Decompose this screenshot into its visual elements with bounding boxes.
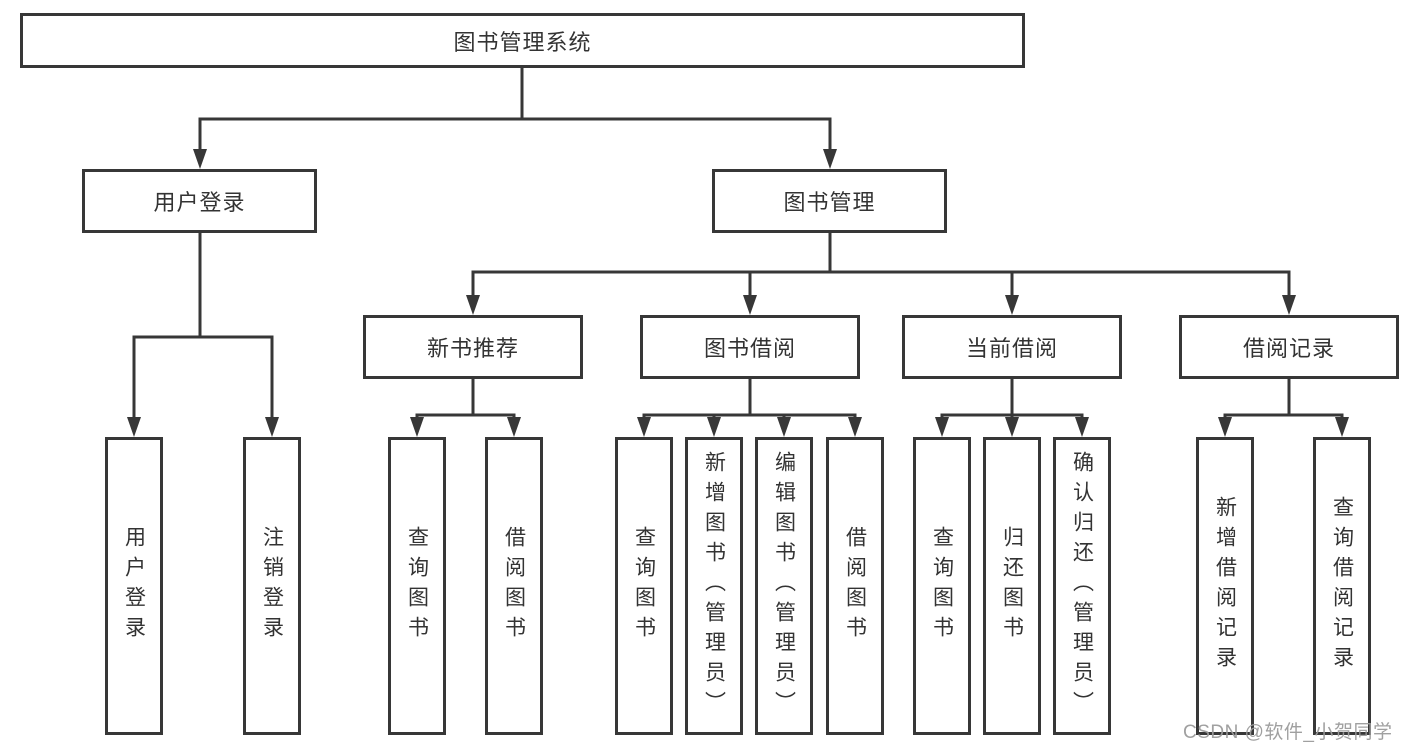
arrowhead-icon xyxy=(1005,417,1019,437)
node-book-borrowing-label: 图书借阅 xyxy=(703,336,796,361)
leaf-borrowing-add-books-admin: 新增图书（管理员） xyxy=(685,437,743,735)
leaf-borrowing-query-books: 查询图书 xyxy=(615,437,673,735)
leaf-logout: 注销登录 xyxy=(243,437,301,735)
leaf-borrowing-query-books-label: 查询图书 xyxy=(632,526,656,646)
node-library-management-system-label: 图书管理系统 xyxy=(453,29,592,55)
leaf-user-login-label: 用户登录 xyxy=(122,526,146,646)
arrowhead-icon xyxy=(1075,417,1089,437)
node-current-borrowing-label: 当前借阅 xyxy=(965,336,1058,361)
wire-currentborrow-to-leaves xyxy=(940,377,1084,422)
leaf-user-login: 用户登录 xyxy=(105,437,163,735)
node-new-book-recommend-label: 新书推荐 xyxy=(426,336,519,361)
arrowhead-icon xyxy=(1282,295,1296,315)
leaf-recommend-borrow-books-label: 借阅图书 xyxy=(502,526,526,646)
leaf-current-return-books-label: 归还图书 xyxy=(1000,526,1024,646)
leaf-records-add-record-label: 新增借阅记录 xyxy=(1213,496,1237,676)
wire-userlogin-to-leaves xyxy=(132,231,274,422)
leaf-recommend-query-books-label: 查询图书 xyxy=(405,526,429,646)
leaf-records-query-record-label: 查询借阅记录 xyxy=(1330,496,1354,676)
arrowhead-icon xyxy=(777,417,791,437)
wire-newbook-to-leaves xyxy=(415,377,516,422)
node-book-management: 图书管理 xyxy=(712,169,947,233)
leaf-borrowing-edit-books-admin: 编辑图书（管理员） xyxy=(755,437,813,735)
arrowhead-icon xyxy=(466,295,480,315)
leaf-current-return-books: 归还图书 xyxy=(983,437,1041,735)
node-book-management-label: 图书管理 xyxy=(783,190,876,215)
arrowhead-icon xyxy=(1005,295,1019,315)
arrowhead-icon xyxy=(935,417,949,437)
node-user-login: 用户登录 xyxy=(82,169,317,233)
arrowhead-icon xyxy=(1218,417,1232,437)
arrowhead-icon xyxy=(265,417,279,437)
arrowhead-icon xyxy=(507,417,521,437)
leaf-current-query-books: 查询图书 xyxy=(913,437,971,735)
leaf-current-confirm-return-admin: 确认归还（管理员） xyxy=(1053,437,1111,735)
node-book-borrowing: 图书借阅 xyxy=(640,315,860,379)
arrowhead-icon xyxy=(127,417,141,437)
arrowhead-icon xyxy=(743,295,757,315)
arrowhead-icon xyxy=(637,417,651,437)
connector-paths xyxy=(132,66,1344,422)
leaf-current-confirm-return-admin-label: 确认归还（管理员） xyxy=(1070,451,1094,721)
node-user-login-label: 用户登录 xyxy=(153,190,246,215)
leaf-records-query-record: 查询借阅记录 xyxy=(1313,437,1371,735)
wire-bookmgmt-to-level3 xyxy=(471,231,1291,300)
leaf-recommend-borrow-books: 借阅图书 xyxy=(485,437,543,735)
leaf-borrowing-borrow-books: 借阅图书 xyxy=(826,437,884,735)
wire-records-to-leaves xyxy=(1223,377,1344,422)
leaf-recommend-query-books: 查询图书 xyxy=(388,437,446,735)
wire-bookborrow-to-leaves xyxy=(642,377,857,422)
wire-root-to-level2 xyxy=(198,66,832,154)
leaf-logout-label: 注销登录 xyxy=(260,526,284,646)
arrowhead-icon xyxy=(193,149,207,169)
csdn-watermark: CSDN @软件_小贺同学 xyxy=(1183,722,1393,743)
leaf-borrowing-borrow-books-label: 借阅图书 xyxy=(843,526,867,646)
arrowhead-icon xyxy=(823,149,837,169)
leaf-borrowing-add-books-admin-label: 新增图书（管理员） xyxy=(702,451,726,721)
leaf-records-add-record: 新增借阅记录 xyxy=(1196,437,1254,735)
node-borrowing-records-label: 借阅记录 xyxy=(1242,336,1335,361)
node-borrowing-records: 借阅记录 xyxy=(1179,315,1399,379)
arrowhead-icon xyxy=(410,417,424,437)
node-library-management-system: 图书管理系统 xyxy=(20,13,1025,68)
arrowheads xyxy=(127,149,1349,437)
leaf-current-query-books-label: 查询图书 xyxy=(930,526,954,646)
arrowhead-icon xyxy=(1335,417,1349,437)
arrowhead-icon xyxy=(848,417,862,437)
arrowhead-icon xyxy=(707,417,721,437)
leaf-borrowing-edit-books-admin-label: 编辑图书（管理员） xyxy=(772,451,796,721)
node-new-book-recommend: 新书推荐 xyxy=(363,315,583,379)
node-current-borrowing: 当前借阅 xyxy=(902,315,1122,379)
